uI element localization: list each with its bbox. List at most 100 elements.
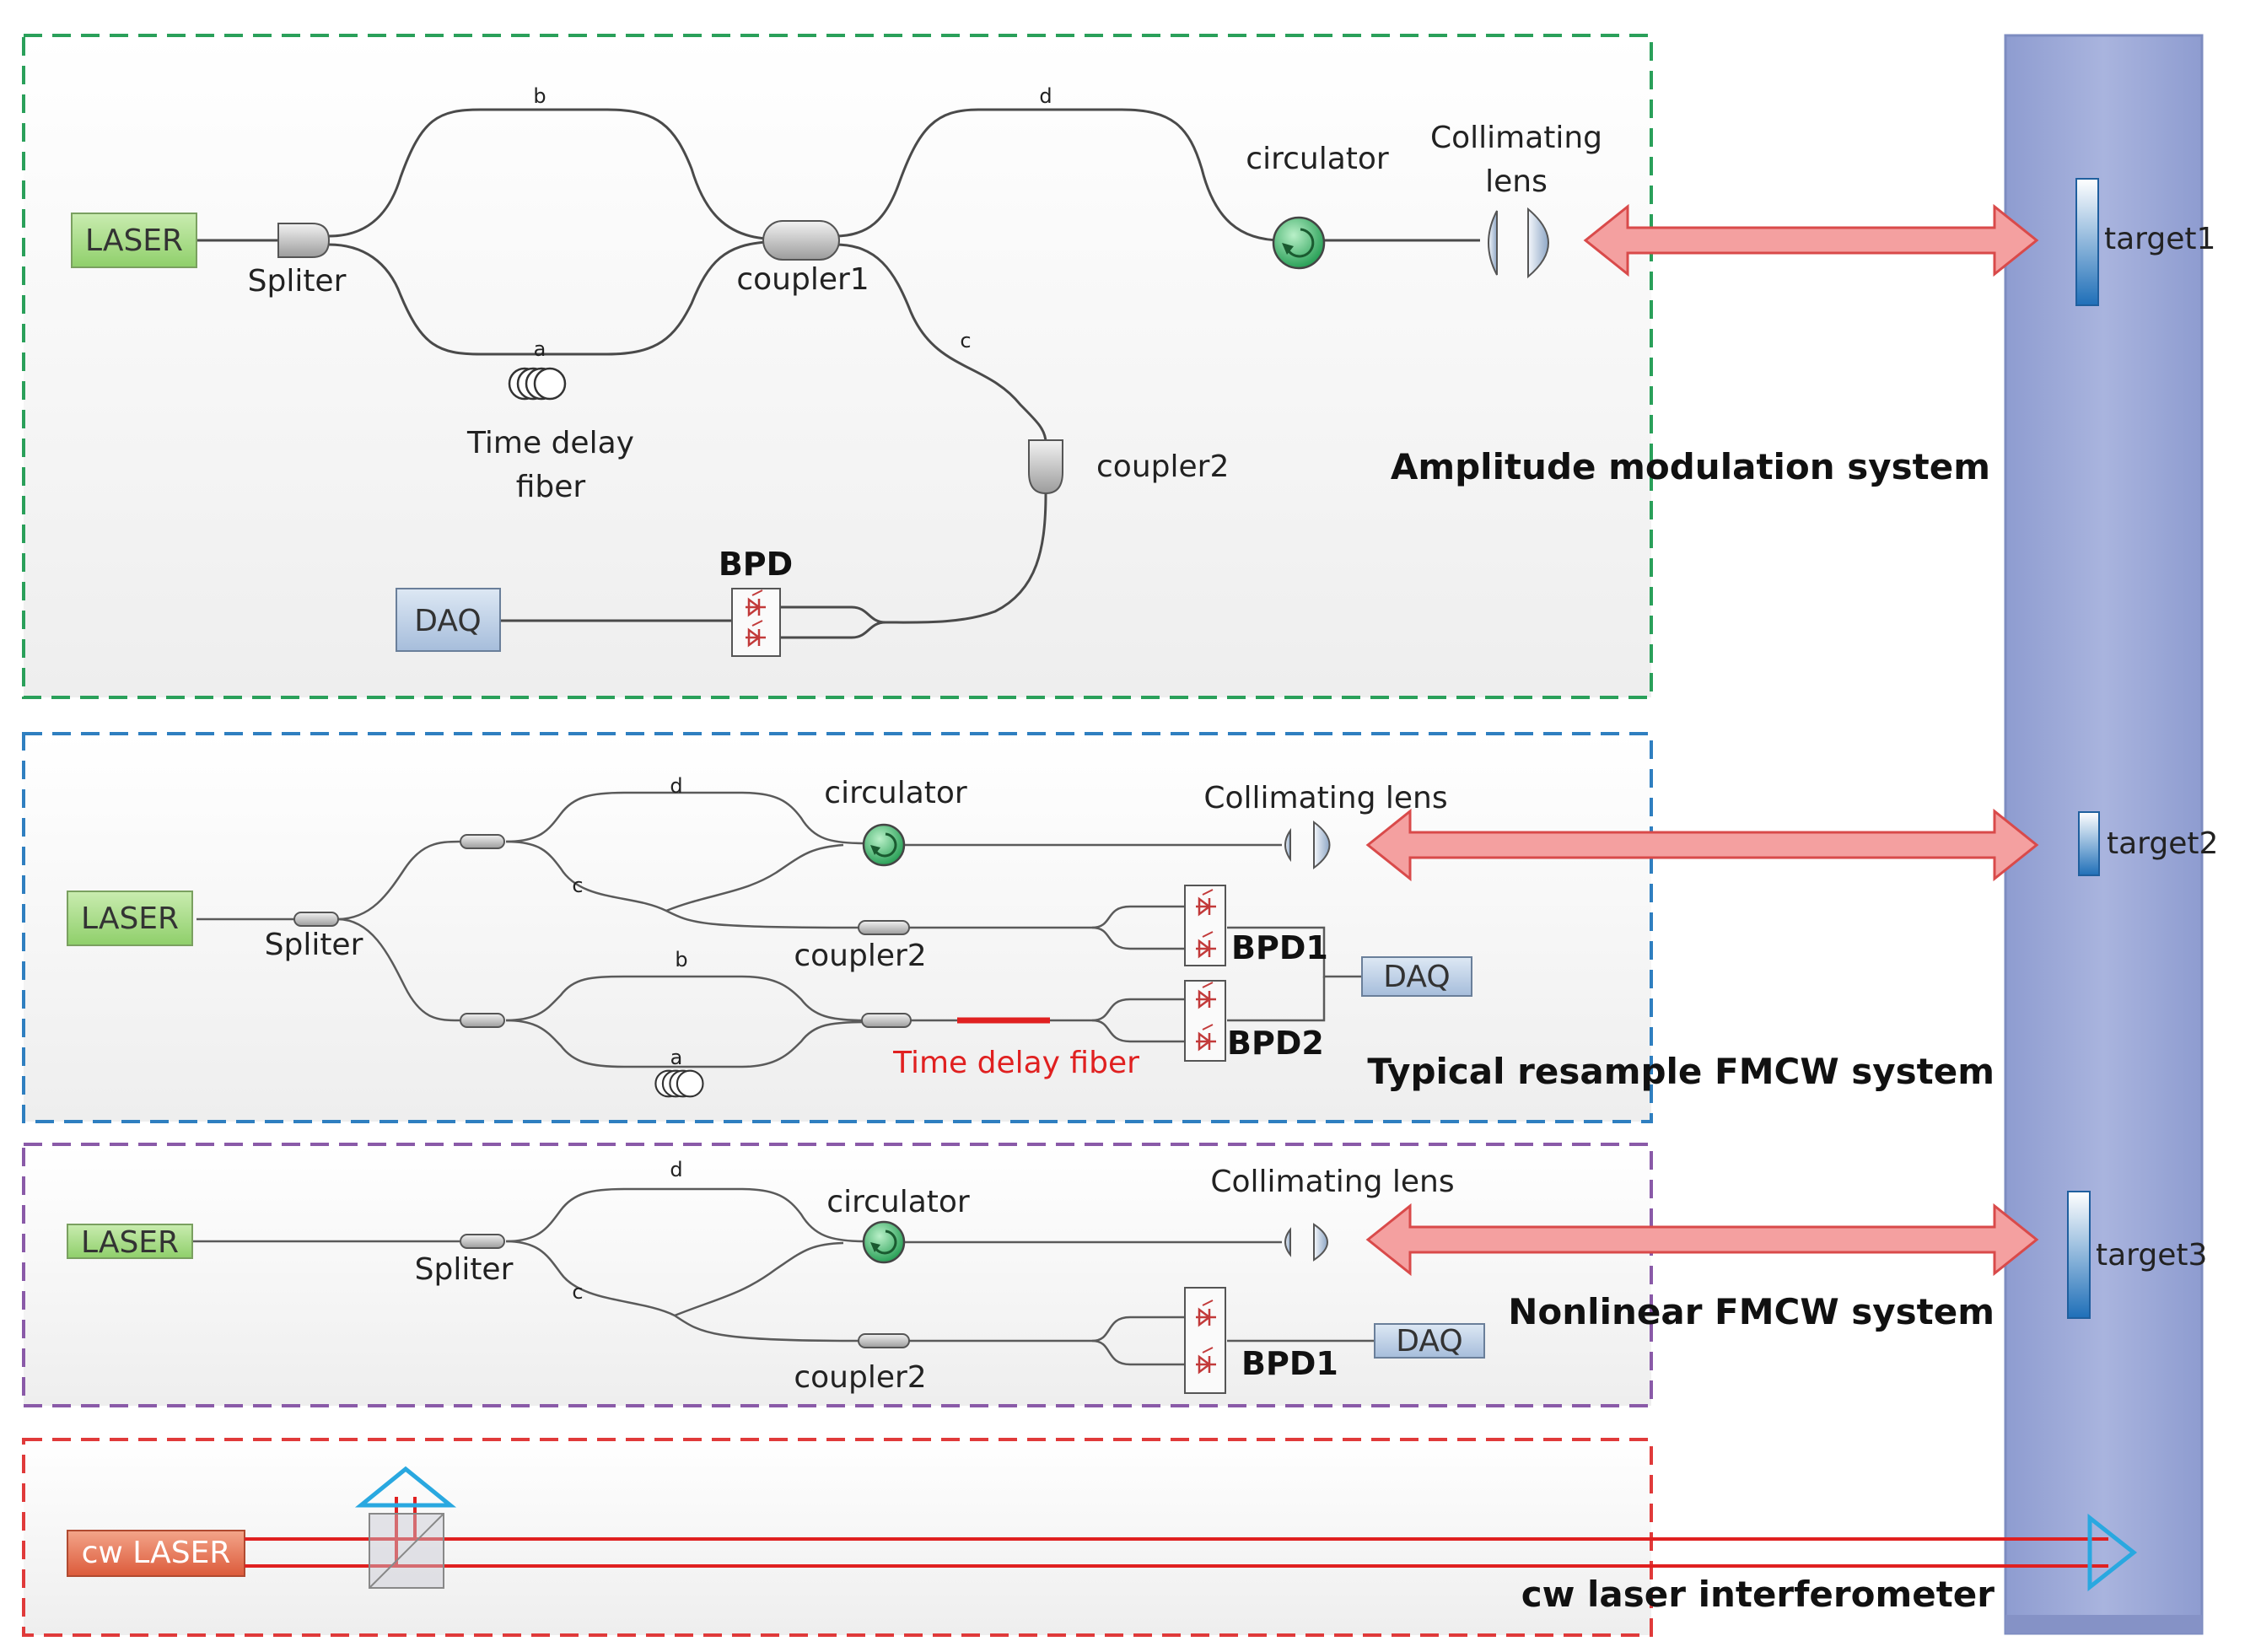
arm-c-label: c <box>572 874 583 897</box>
laser-label: LASER <box>85 223 183 258</box>
coupler1 <box>762 220 840 261</box>
fiber-spliter-lower <box>336 917 460 1022</box>
arm-b-label: b <box>675 948 687 971</box>
bpd2-label: BPD2 <box>1227 1025 1324 1062</box>
bpd2-box <box>1184 980 1226 1062</box>
coupler-lower <box>460 1013 505 1028</box>
fiber-bpd2-bottom <box>1091 1019 1185 1043</box>
spliter-label: Spliter <box>415 1252 514 1287</box>
lens-element-2 <box>1313 1223 1328 1262</box>
fiber-circulator-return <box>665 843 844 912</box>
lens-element-1 <box>1284 1227 1291 1257</box>
time-delay-label-2: fiber <box>516 470 586 504</box>
bpd1-box <box>1184 1287 1226 1394</box>
spliter <box>277 223 331 258</box>
time-delay-label: Time delay fiber <box>892 1046 1139 1080</box>
circulator-label: circulator <box>1246 142 1389 176</box>
coupler2-label: coupler2 <box>794 939 926 973</box>
target-label: target2 <box>2107 826 2218 861</box>
coupler-upper <box>460 834 505 849</box>
lens-label-1: Collimating <box>1430 121 1602 155</box>
fiber-bpd-bottom <box>780 621 886 639</box>
target-plate <box>2067 1191 2091 1319</box>
lens-element-1 <box>1488 210 1498 276</box>
bpd-box <box>731 588 781 657</box>
range-arrow-2 <box>1365 808 2039 882</box>
arm-c-label: c <box>572 1280 583 1304</box>
section-cw-interferometer: cw LASER cw laser interferometer <box>22 1438 2138 1637</box>
daq-box <box>396 588 501 652</box>
laser-source <box>67 1224 193 1259</box>
cw-laser-source <box>67 1530 245 1577</box>
spliter-label: Spliter <box>248 264 347 299</box>
fiber-coupler2-bpd <box>885 492 1047 624</box>
cw-system-title: cw laser interferometer <box>1521 1574 1995 1615</box>
section-amplitude-modulation: LASER Spliter coupler1 b a d c Time dela… <box>22 34 1990 699</box>
lens-label-2: lens <box>1485 164 1548 199</box>
am-system-title: Amplitude modulation system <box>1391 446 1990 487</box>
coupler2 <box>858 920 910 935</box>
spliter-label: Spliter <box>265 928 363 962</box>
target-3: target3 <box>2067 1191 2207 1319</box>
fiber-arm-d <box>505 1187 865 1243</box>
range-arrow-1 <box>1583 203 2039 277</box>
fiber-bpd2-top <box>1091 998 1185 1022</box>
spliter <box>293 912 339 927</box>
target-plate <box>2075 178 2099 306</box>
bpd1-box <box>1184 885 1226 966</box>
circulator-label: circulator <box>824 776 967 810</box>
laser-label: LASER <box>81 1225 179 1260</box>
cw-laser-label: cw LASER <box>82 1536 231 1570</box>
fiber-arm-a <box>505 1019 865 1068</box>
circulator <box>862 823 906 867</box>
target-label: target1 <box>2104 222 2215 256</box>
fiber-bpd1-bottom <box>1091 926 1185 950</box>
coupler2 <box>858 1333 910 1348</box>
lens-element-2 <box>1313 821 1331 869</box>
coupler-delay <box>861 1013 912 1028</box>
target-retroreflector <box>2087 1513 2138 1592</box>
daq-box <box>1374 1323 1485 1359</box>
fiber-arm-d <box>834 108 1283 242</box>
circulator-label: circulator <box>826 1185 970 1219</box>
coupler2-label: coupler2 <box>794 1360 926 1395</box>
fiber-arm-b <box>505 975 865 1022</box>
fiber-arm-b <box>328 108 768 240</box>
laser-label: LASER <box>81 901 179 936</box>
bpd1-label: BPD1 <box>1241 1345 1338 1382</box>
coupler2-label: coupler2 <box>1096 449 1229 484</box>
target-plate <box>2078 811 2100 876</box>
double-arrow <box>1583 203 2039 277</box>
arm-a-label: a <box>534 337 546 361</box>
fmcw-system-title: Typical resample FMCW system <box>1367 1051 1995 1092</box>
target-1: target1 <box>2075 178 2215 306</box>
coupler1-label: coupler1 <box>736 262 869 297</box>
circulator <box>1272 216 1326 270</box>
wire-bpd2-daq <box>1227 977 1326 1022</box>
arm-d-label: d <box>670 774 682 798</box>
fiber-bpd1-top <box>1091 1316 1185 1343</box>
fiber-bpd1-bottom <box>1091 1339 1185 1366</box>
coupler2 <box>1028 439 1063 495</box>
fiber-arm-c <box>834 243 1047 444</box>
reference-retroreflector <box>354 1466 457 1508</box>
fiber-circulator-return <box>674 1241 844 1317</box>
laser-source <box>67 891 193 946</box>
nonlinear-system-title: Nonlinear FMCW system <box>1508 1291 1995 1332</box>
double-arrow <box>1365 808 2039 882</box>
circulator <box>862 1220 906 1264</box>
lens-element-1 <box>1284 827 1291 863</box>
arm-a-label: a <box>670 1046 683 1069</box>
section-border <box>22 34 1653 699</box>
bpd-label: BPD <box>719 546 793 583</box>
fiber-arm-a <box>328 240 768 356</box>
fiber-arm-c <box>505 1240 1092 1343</box>
target-panel <box>2004 34 2204 1635</box>
target-2: target2 <box>2078 811 2218 876</box>
daq-box <box>1361 956 1472 997</box>
beam-splitter-diagonal <box>369 1513 444 1589</box>
daq-label: DAQ <box>414 604 481 638</box>
target-label: target3 <box>2096 1238 2207 1273</box>
fiber-spliter-upper <box>336 840 460 921</box>
